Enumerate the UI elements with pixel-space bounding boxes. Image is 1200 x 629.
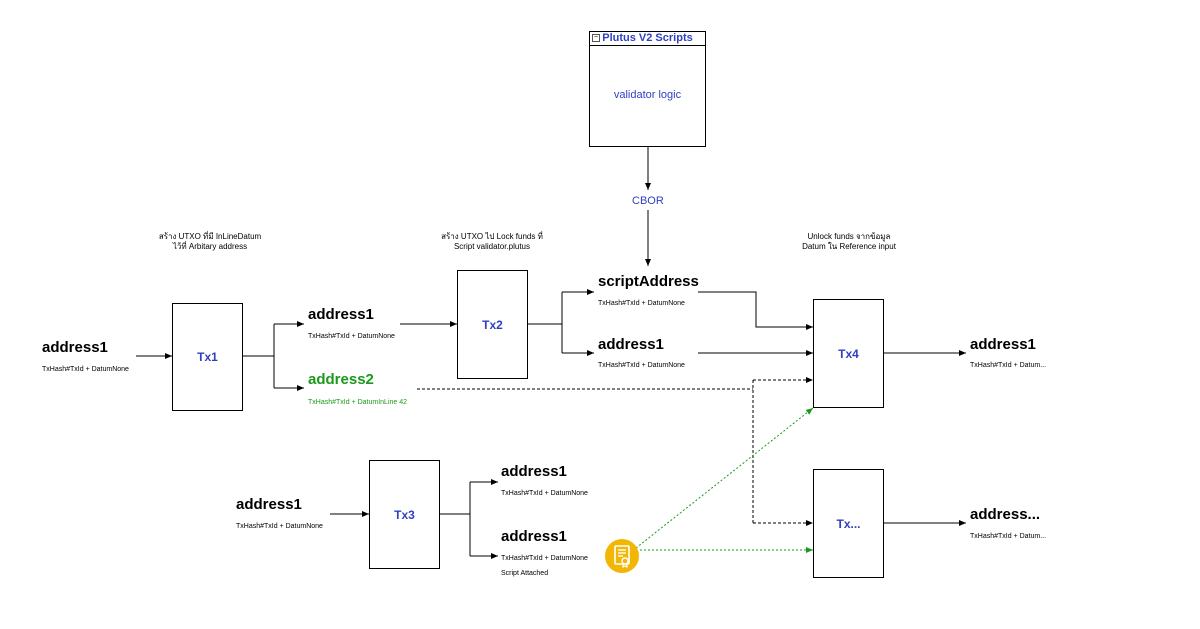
address-tx3-out2-detail: TxHash#TxId + DatumNone (501, 555, 588, 562)
tx4-box[interactable]: Tx4 (813, 299, 884, 408)
address-tx4-out: address1 (970, 336, 1036, 353)
edge-script-tx4 (698, 291, 813, 330)
certificate-icon[interactable] (605, 539, 639, 573)
address-tx1-out2: address2 (308, 371, 374, 388)
address-tx3-out2: address1 (501, 528, 567, 545)
address-txn-out: address... (970, 506, 1041, 523)
address-txn-out-detail: TxHash#TxId + Datum... (970, 533, 1047, 540)
note-tx4-line2: Datum ใน Reference input (802, 242, 896, 251)
note-tx1-line1: สร้าง UTXO ที่มี InLineDatum (158, 232, 262, 241)
address-input-tx1: address1 (42, 339, 108, 356)
note-tx1: สร้าง UTXO ที่มี InLineDatum ไว้ที่ Arbi… (140, 232, 280, 252)
address-input-tx1-detail: TxHash#TxId + DatumNone (42, 366, 129, 373)
address-tx4-out-detail: TxHash#TxId + Datum... (970, 362, 1047, 369)
tx1-label: Tx1 (197, 350, 218, 364)
address-tx3-out1-detail: TxHash#TxId + DatumNone (501, 490, 588, 497)
tx3-label: Tx3 (394, 507, 415, 522)
script-address-detail: TxHash#TxId + DatumNone (598, 300, 685, 307)
address-input-tx3-detail: TxHash#TxId + DatumNone (236, 523, 323, 530)
tx2-label: Tx2 (482, 317, 503, 332)
address-tx1-out1-detail: TxHash#TxId + DatumNone (308, 333, 395, 340)
address-tx2-out-detail: TxHash#TxId + DatumNone (598, 362, 685, 369)
cbor-label: CBOR (630, 195, 666, 207)
plutus-scripts-title-text: Plutus V2 Scripts (602, 32, 693, 44)
address-tx1-out1: address1 (308, 306, 374, 323)
address-tx2-out: address1 (598, 336, 664, 353)
txn-label: Tx... (836, 516, 861, 531)
edge-cert-tx4 (635, 407, 814, 549)
txn-box[interactable]: Tx... (813, 469, 884, 578)
tx4-label: Tx4 (838, 346, 859, 361)
address-tx3-out1: address1 (501, 463, 567, 480)
plutus-scripts-box[interactable]: − Plutus V2 Scripts validator logic (589, 31, 706, 147)
tx3-box[interactable]: Tx3 (369, 460, 440, 569)
validator-logic-label: validator logic (613, 89, 682, 101)
note-tx2-line1: สร้าง UTXO ไป Lock funds ที่ (441, 232, 543, 241)
script-attached-label: Script Attached (501, 570, 549, 577)
certificate-glyph (614, 545, 630, 569)
tx2-box[interactable]: Tx2 (457, 270, 528, 379)
plutus-scripts-title: − Plutus V2 Scripts (590, 32, 705, 46)
address-tx1-out2-detail: TxHash#TxId + DatumInLine 42 (308, 399, 408, 406)
note-tx1-line2: ไว้ที่ Arbitary address (172, 242, 248, 251)
collapse-icon[interactable]: − (592, 34, 600, 42)
note-tx4-line1: Unlock funds จากข้อมูล (807, 232, 891, 241)
tx1-box[interactable]: Tx1 (172, 303, 243, 411)
address-input-tx3: address1 (236, 496, 302, 513)
note-tx4: Unlock funds จากข้อมูล Datum ใน Referenc… (779, 232, 919, 252)
script-address: scriptAddress (598, 273, 699, 290)
note-tx2: สร้าง UTXO ไป Lock funds ที่ Script vali… (422, 232, 562, 252)
note-tx2-line2: Script validator.plutus (453, 242, 531, 251)
